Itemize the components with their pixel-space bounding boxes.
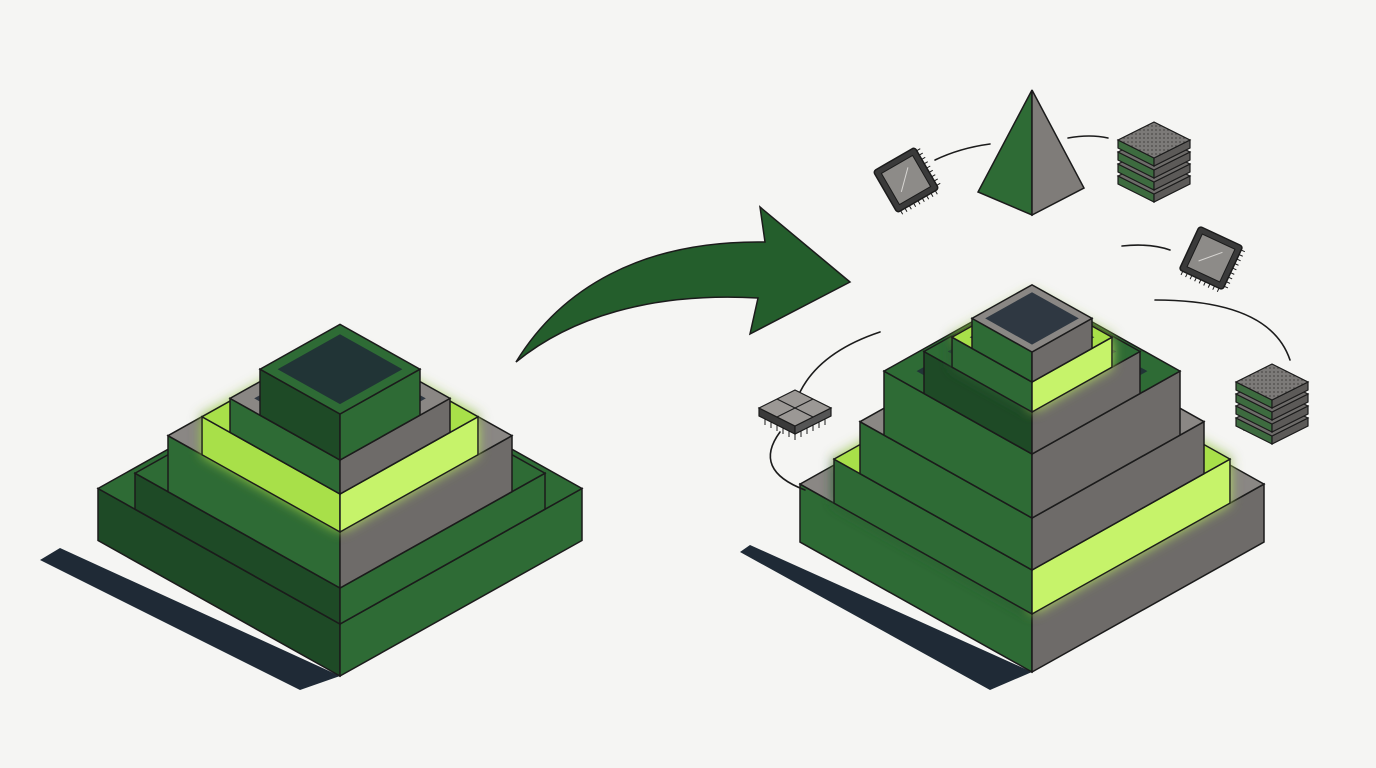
chip-icons xyxy=(757,121,1310,445)
pyramid-layer xyxy=(258,323,422,462)
pyramid-shadow xyxy=(740,545,1032,690)
memory-stack-icon xyxy=(1116,121,1192,203)
memory-stack-icon xyxy=(1234,363,1310,445)
curved-arrow-icon xyxy=(515,205,852,363)
pyramid-shadow xyxy=(40,548,340,690)
microchip-icon xyxy=(757,389,833,440)
orbit-lines xyxy=(769,135,1291,491)
right-layered-pyramid xyxy=(740,283,1266,690)
pyramid-apex xyxy=(976,89,1086,217)
cpu-chip-icon xyxy=(873,147,941,215)
pyramid-layer xyxy=(970,283,1094,384)
left-layered-pyramid xyxy=(40,323,584,690)
cpu-chip-icon xyxy=(1179,226,1246,293)
